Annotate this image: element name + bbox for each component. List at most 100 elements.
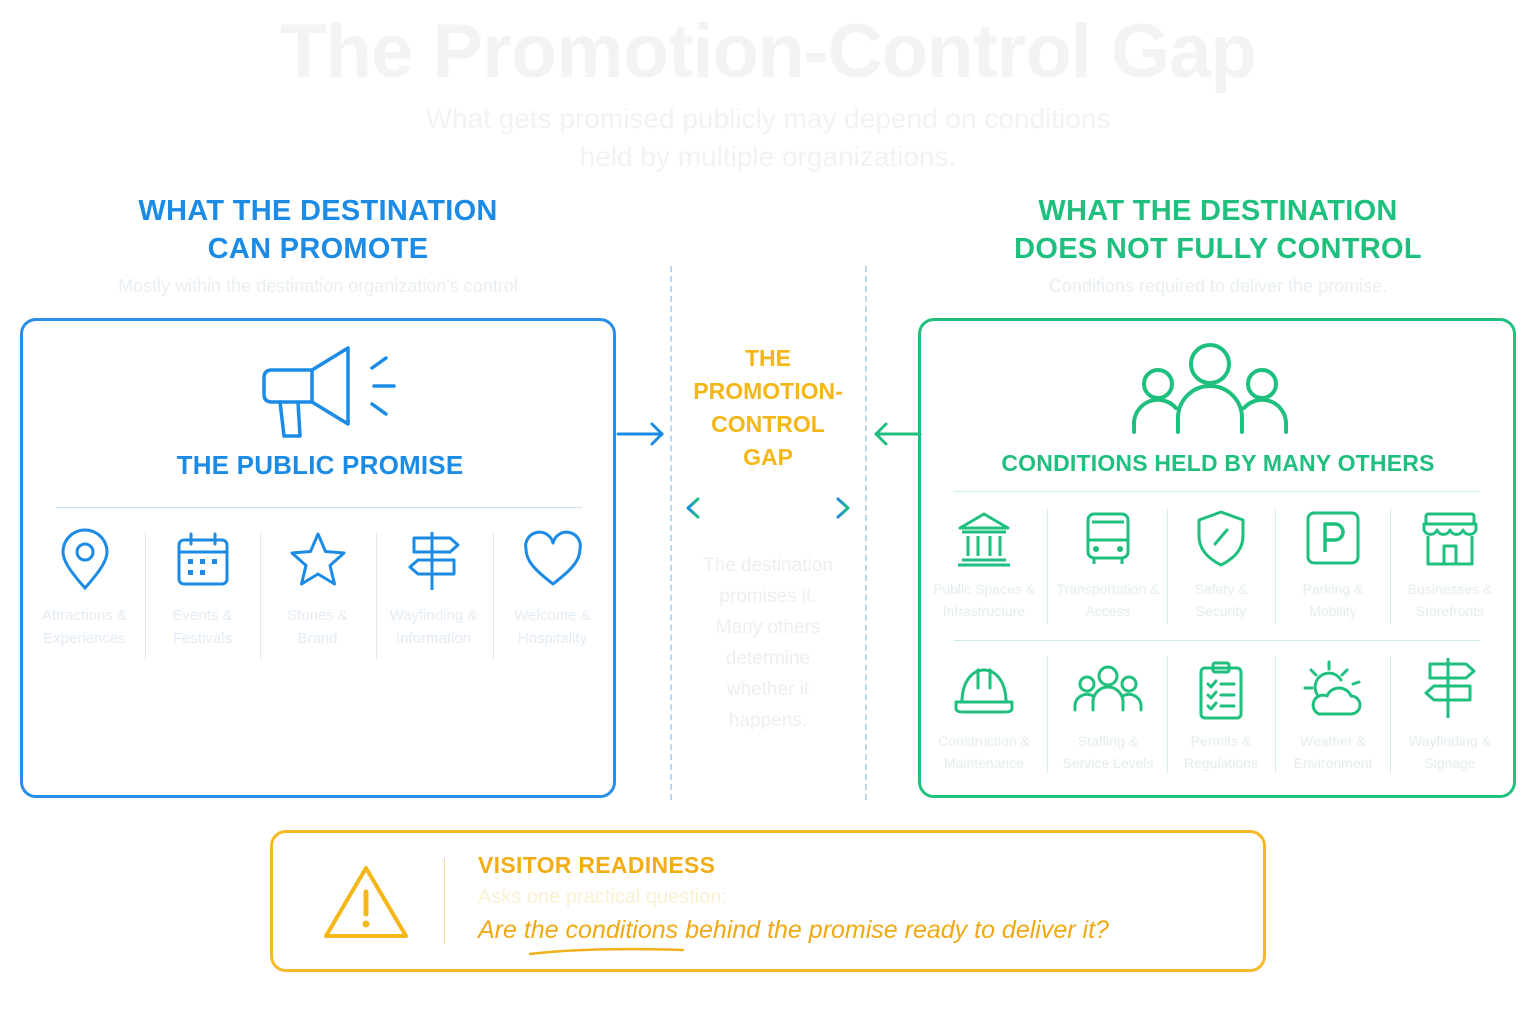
clipboard-checklist-icon xyxy=(1199,661,1243,720)
divider xyxy=(1047,656,1048,774)
label-line: Access xyxy=(1085,603,1131,619)
divider xyxy=(1167,508,1168,624)
condition-label: Public Spaces & Infrastructure xyxy=(928,578,1040,622)
label-line: Wayfinding & xyxy=(389,607,478,624)
staff-group-icon xyxy=(1073,665,1143,712)
arrow-right-icon xyxy=(616,422,664,446)
bus-icon xyxy=(1086,512,1130,564)
sun-cloud-icon xyxy=(1303,660,1362,716)
label-line: Public Spaces & xyxy=(933,581,1035,597)
right-heading-line-2: DOES NOT FULLY CONTROL xyxy=(1014,233,1422,265)
civic-building-icon xyxy=(958,512,1010,567)
label-line: Parking & xyxy=(1302,581,1364,597)
promo-item-events: Events & Festivals xyxy=(145,528,260,650)
megaphone-icon xyxy=(262,346,396,438)
public-promise-panel xyxy=(20,318,616,798)
subtitle-line-1: What gets promised publicly may depend o… xyxy=(425,103,1111,134)
condition-label: Staffing & Service Levels xyxy=(1052,730,1164,774)
gap-description: The destination promises it. Many others… xyxy=(670,550,866,736)
divider xyxy=(954,640,1480,641)
gap-desc-line: happens. xyxy=(728,710,808,731)
right-heading-line-1: WHAT THE DESTINATION xyxy=(1038,195,1398,227)
condition-label: Businesses & Storefronts xyxy=(1394,578,1506,622)
label-line: Information xyxy=(395,630,472,647)
promo-item-attractions: Attractions & Experiences xyxy=(27,528,142,650)
label-line: Construction & xyxy=(938,733,1030,749)
underline-stroke xyxy=(528,947,685,956)
calendar-icon xyxy=(177,532,228,586)
gap-boundary-left xyxy=(670,266,672,800)
double-arrow-icon xyxy=(686,497,850,519)
condition-businesses: Businesses & Storefronts xyxy=(1394,508,1506,622)
condition-transportation: Transportation & Access xyxy=(1052,508,1164,622)
gap-title: THE PROMOTION- CONTROL GAP xyxy=(670,342,866,474)
divider xyxy=(954,491,1480,492)
label-line: Maintenance xyxy=(943,755,1025,771)
gap-desc-line: whether it xyxy=(726,679,810,700)
label-line: Attractions & xyxy=(41,607,128,624)
gap-desc-line: Many others xyxy=(715,617,821,638)
gap-title-line: PROMOTION- xyxy=(693,378,843,404)
promo-label: Welcome & Hospitality xyxy=(495,604,610,650)
condition-wayfinding-signage: Wayfinding & Signage xyxy=(1394,656,1506,774)
condition-public-spaces: Public Spaces & Infrastructure xyxy=(928,508,1040,622)
label-line: Transportation & xyxy=(1056,581,1160,597)
warning-icon xyxy=(324,866,408,938)
public-promise-title: THE PUBLIC PROMISE xyxy=(176,450,464,480)
right-column-subheading: Conditions required to deliver the promi… xyxy=(1048,276,1388,296)
divider xyxy=(1275,656,1276,774)
promo-item-welcome: Welcome & Hospitality xyxy=(495,528,610,650)
condition-label: Weather & Environment xyxy=(1277,730,1389,774)
parking-icon xyxy=(1306,511,1360,565)
label-line: Stories & xyxy=(287,607,348,624)
divider xyxy=(1167,656,1168,774)
gap-desc-line: promises it. xyxy=(719,586,817,607)
arrow-left-icon xyxy=(874,422,922,446)
condition-weather: Weather & Environment xyxy=(1277,660,1389,774)
label-line: Brand xyxy=(297,630,338,647)
conditions-title: CONDITIONS HELD BY MANY OTHERS xyxy=(1001,450,1435,476)
gap-boundary-right xyxy=(865,266,867,800)
subtitle-line-2: held by multiple organizations. xyxy=(579,141,957,172)
condition-label: Parking & Mobility xyxy=(1277,578,1389,622)
left-heading-line-1: WHAT THE DESTINATION xyxy=(138,195,498,227)
readiness-question: Are the conditions behind the promise re… xyxy=(478,916,1109,944)
condition-construction: Construction & Maintenance xyxy=(928,660,1040,774)
readiness-ask: Asks one practical question: xyxy=(478,886,728,908)
condition-label: Transportation & Access xyxy=(1052,578,1164,622)
divider xyxy=(260,532,261,660)
signpost-icon xyxy=(1424,658,1476,718)
label-line: Service Levels xyxy=(1062,755,1154,771)
shield-icon xyxy=(1197,510,1245,567)
label-line: Experiences xyxy=(43,630,126,647)
divider xyxy=(145,532,146,660)
promo-label: Wayfinding & Information xyxy=(376,604,491,650)
divider xyxy=(1275,508,1276,624)
label-line: Storefronts xyxy=(1415,603,1485,619)
promo-label: Attractions & Experiences xyxy=(27,604,142,650)
right-column-heading: WHAT THE DESTINATION DOES NOT FULLY CONT… xyxy=(920,192,1516,268)
condition-parking: Parking & Mobility xyxy=(1277,508,1389,622)
label-line: Wayfinding & xyxy=(1409,733,1491,749)
hard-hat-icon xyxy=(954,668,1014,714)
left-column-subheading: Mostly within the destination organizati… xyxy=(118,276,518,296)
gap-desc-line: determine xyxy=(725,648,811,669)
left-heading-line-2: CAN PROMOTE xyxy=(207,233,429,265)
page-title: The Promotion-Control Gap xyxy=(280,9,1257,94)
promo-label: Events & Festivals xyxy=(145,604,260,650)
promo-label: Stories & Brand xyxy=(260,604,375,650)
condition-label: Permits & Regulations xyxy=(1165,730,1277,774)
promo-item-stories: Stories & Brand xyxy=(260,528,375,650)
label-line: Safety & xyxy=(1194,581,1248,597)
condition-label: Wayfinding & Signage xyxy=(1394,730,1506,774)
visitor-readiness-box xyxy=(270,830,1266,972)
divider xyxy=(1390,508,1391,624)
divider xyxy=(444,858,445,944)
label-line: Signage xyxy=(1424,755,1476,771)
label-line: Weather & xyxy=(1300,733,1366,749)
map-pin-icon xyxy=(60,528,109,591)
people-group-icon xyxy=(1132,343,1288,434)
condition-label: Construction & Maintenance xyxy=(928,730,1040,774)
divider xyxy=(1390,656,1391,774)
gap-desc-line: The destination xyxy=(703,555,833,576)
